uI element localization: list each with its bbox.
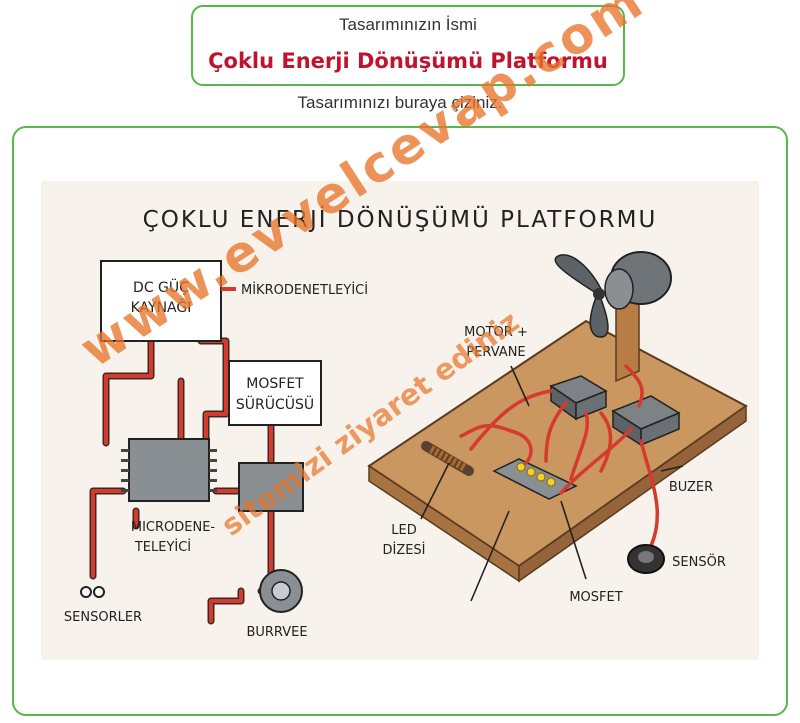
microcontroller-chip — [121, 438, 217, 502]
leader-lines — [420, 365, 684, 602]
drawing-title: ÇOKLU ENERJİ DÖNÜŞÜMÜ PLATFORMU — [143, 205, 658, 233]
dc-power-label-1: DC GÜÇ — [133, 278, 189, 296]
mosfet-block — [492, 458, 578, 500]
buzer-label: BUZER — [669, 480, 713, 495]
fan-motor — [554, 251, 672, 338]
mosfet-driver-label-2: SÜRÜCÜSÜ — [236, 395, 314, 413]
wood-board-front — [518, 404, 747, 583]
mikrodenetleyici-label: MİKRODENETLEYİCİ — [241, 282, 368, 298]
microcontroller-label-1: MICRODENE- — [131, 520, 216, 535]
circuit-illustration: ÇOKLU ENERJİ DÖNÜŞÜMÜ PLATFORMU DC GÜÇ K… — [41, 181, 759, 660]
mosfet-label: MOSFET — [569, 590, 622, 605]
dc-power-box — [100, 260, 222, 342]
motor-label-1: MOTOR + — [464, 325, 528, 340]
buzzer-left — [259, 569, 303, 613]
sensorler-label: SENSORLER — [64, 610, 142, 625]
buzer-block — [611, 395, 681, 447]
instruction-text: Tasarımınızı buraya çiziniz. — [297, 93, 503, 112]
motor-label-2: PERVANE — [466, 345, 525, 360]
mosfet-driver-box — [228, 360, 322, 426]
burrvee-label: BURRVEE — [246, 625, 307, 640]
dc-power-label-2: KAYNAĞI — [131, 298, 192, 316]
design-name-label: Tasarımınızın İsmi — [339, 15, 477, 34]
design-name-box: Tasarımınızın İsmi Çoklu Enerji Dönüşümü… — [191, 5, 625, 86]
sensor-dot-2 — [93, 586, 105, 598]
led-label-2: DİZESİ — [382, 542, 425, 558]
led-coil — [421, 441, 474, 476]
mosfet-chip-left — [238, 462, 304, 512]
sensor-dot-1 — [80, 586, 92, 598]
wires-right — [459, 364, 660, 548]
design-name-title: Çoklu Enerji Dönüşümü Platformu — [208, 49, 608, 73]
microcontroller-label-2: TELEYİCİ — [134, 539, 191, 555]
sensor-right — [627, 544, 665, 574]
sensor-label: SENSÖR — [672, 553, 726, 570]
led-label-1: LED — [391, 523, 416, 538]
mosfet-driver-label-1: MOSFET — [246, 376, 304, 392]
motor-driver-block — [549, 375, 608, 421]
